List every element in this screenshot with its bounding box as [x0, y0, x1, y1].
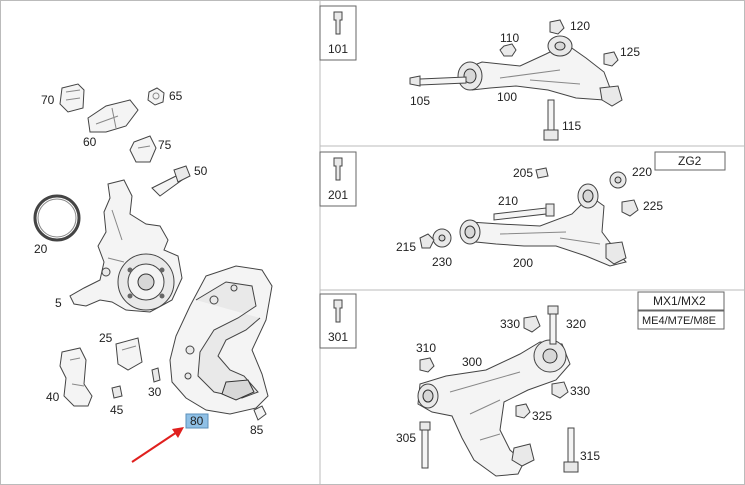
part-70-bracket[interactable] — [59, 83, 85, 113]
nut-125[interactable] — [603, 51, 619, 67]
callout-210[interactable]: 210 — [498, 194, 518, 208]
callout-320[interactable]: 320 — [566, 317, 586, 331]
callout-200[interactable]: 200 — [513, 256, 533, 270]
callout-325[interactable]: 325 — [532, 409, 552, 423]
callout-30[interactable]: 30 — [148, 385, 162, 399]
part-65-nut[interactable] — [147, 87, 165, 106]
nut-330-top[interactable] — [523, 315, 541, 333]
section-101: 101 110 120 125 105 — [319, 5, 640, 141]
control-arm-100[interactable] — [457, 35, 623, 107]
nut-330-mid[interactable] — [551, 381, 569, 399]
part-80-splash-shield[interactable] — [169, 265, 273, 415]
callout-225[interactable]: 225 — [643, 199, 663, 213]
part-25-cover[interactable] — [115, 337, 143, 371]
bolt-305[interactable] — [419, 421, 431, 469]
part-45-nut[interactable] — [111, 385, 123, 399]
left-panel: 70 65 60 75 50 20 — [33, 83, 273, 463]
variant-tag-me-label: ME4/M7E/M8E — [642, 315, 716, 327]
part-75-clip[interactable] — [129, 135, 157, 163]
nut-110[interactable] — [499, 43, 517, 57]
nut-225[interactable] — [621, 199, 639, 217]
callout-315[interactable]: 315 — [580, 449, 600, 463]
washer-230[interactable] — [432, 228, 452, 248]
callout-310[interactable]: 310 — [416, 341, 436, 355]
callout-305[interactable]: 305 — [396, 431, 416, 445]
ref-101-label: 101 — [328, 42, 348, 56]
callout-5[interactable]: 5 — [55, 296, 62, 310]
red-arrow — [131, 427, 184, 463]
callout-20[interactable]: 20 — [34, 242, 48, 256]
callout-330-top[interactable]: 330 — [500, 317, 520, 331]
callout-70[interactable]: 70 — [41, 93, 55, 107]
ref-301-label: 301 — [328, 330, 348, 344]
callout-80[interactable]: 80 — [190, 414, 204, 428]
callout-45[interactable]: 45 — [110, 403, 124, 417]
part-5-steering-knuckle[interactable] — [69, 179, 183, 313]
callout-300[interactable]: 300 — [462, 355, 482, 369]
part-85-screw[interactable] — [253, 405, 267, 421]
bolt-320[interactable] — [547, 305, 559, 345]
bolt-205[interactable] — [535, 167, 549, 179]
nut-120[interactable] — [549, 19, 565, 35]
washer-220[interactable] — [609, 171, 627, 189]
ref-box-301[interactable]: 301 — [319, 293, 357, 349]
ref-box-201[interactable]: 201 — [319, 151, 357, 207]
callout-125[interactable]: 125 — [620, 45, 640, 59]
callout-205[interactable]: 205 — [513, 166, 533, 180]
ref-201-label: 201 — [328, 188, 348, 202]
variant-tag-mx[interactable]: MX1/MX2 — [637, 291, 725, 311]
ref-box-101[interactable]: 101 — [319, 5, 357, 61]
section-201: 201 ZG2 — [319, 151, 726, 270]
nut-215[interactable] — [419, 233, 435, 249]
nut-310[interactable] — [419, 357, 435, 373]
variant-tag-zg2-label: ZG2 — [678, 154, 702, 168]
callout-230[interactable]: 230 — [432, 255, 452, 269]
part-60-bracket[interactable] — [87, 99, 139, 133]
bolt-315[interactable] — [563, 427, 579, 473]
part-50-sensor[interactable] — [151, 165, 191, 197]
bolt-210[interactable] — [493, 203, 555, 221]
callout-75[interactable]: 75 — [158, 138, 172, 152]
variant-tag-mx-label: MX1/MX2 — [653, 294, 706, 308]
section-301: 301 MX1/MX2 ME4/M7E/M8E — [319, 291, 725, 477]
callout-105[interactable]: 105 — [410, 94, 430, 108]
callout-215[interactable]: 215 — [396, 240, 416, 254]
part-30-screw[interactable] — [151, 367, 161, 383]
part-20-tone-ring[interactable] — [33, 194, 81, 242]
callout-80-highlight — [185, 413, 209, 429]
part-40-bracket[interactable] — [59, 347, 93, 407]
callout-50[interactable]: 50 — [194, 164, 208, 178]
control-arm-300[interactable] — [417, 339, 571, 477]
callout-100[interactable]: 100 — [497, 90, 517, 104]
control-arm-200[interactable] — [459, 183, 627, 267]
bolt-105[interactable] — [409, 75, 467, 87]
bolt-115[interactable] — [543, 99, 559, 141]
callout-85[interactable]: 85 — [250, 423, 264, 437]
callout-330-mid[interactable]: 330 — [570, 384, 590, 398]
callout-220[interactable]: 220 — [632, 165, 652, 179]
variant-tag-zg2[interactable]: ZG2 — [654, 151, 726, 171]
variant-tag-me[interactable]: ME4/M7E/M8E — [637, 310, 725, 330]
callout-60[interactable]: 60 — [83, 135, 97, 149]
callout-40[interactable]: 40 — [46, 390, 60, 404]
callout-120[interactable]: 120 — [570, 19, 590, 33]
callout-110[interactable]: 110 — [500, 31, 519, 45]
callout-25[interactable]: 25 — [99, 331, 113, 345]
nut-325[interactable] — [515, 403, 531, 419]
callout-65[interactable]: 65 — [169, 89, 183, 103]
callout-115[interactable]: 115 — [562, 119, 581, 133]
